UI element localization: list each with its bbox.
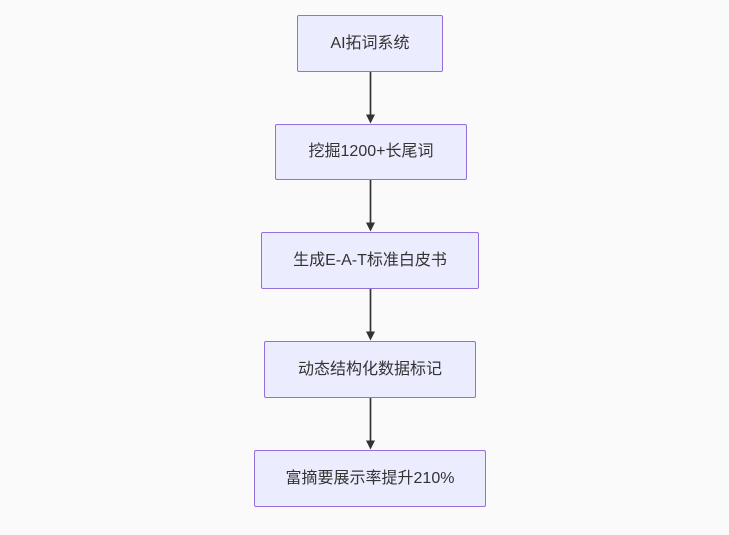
arrow-down-icon — [366, 398, 375, 450]
flow-node-ai-word-expansion: AI拓词系统 — [297, 15, 443, 72]
flow-node-label: AI拓词系统 — [330, 34, 410, 52]
flow-node-longtail-mining: 挖掘1200+长尾词 — [275, 124, 467, 180]
arrow-down-icon — [366, 72, 375, 124]
flow-node-label: 富摘要展示率提升210% — [285, 469, 455, 487]
flow-node-label: 动态结构化数据标记 — [297, 360, 442, 378]
flow-node-label: 生成E-A-T标准白皮书 — [293, 251, 447, 269]
flow-node-label: 挖掘1200+长尾词 — [308, 143, 434, 160]
flow-node-rich-snippet-result: 富摘要展示率提升210% — [254, 450, 486, 507]
flow-node-eat-whitepaper: 生成E-A-T标准白皮书 — [261, 232, 479, 289]
arrow-down-icon — [366, 180, 375, 232]
arrow-down-icon — [366, 289, 375, 341]
flow-node-structured-data-markup: 动态结构化数据标记 — [264, 341, 476, 398]
